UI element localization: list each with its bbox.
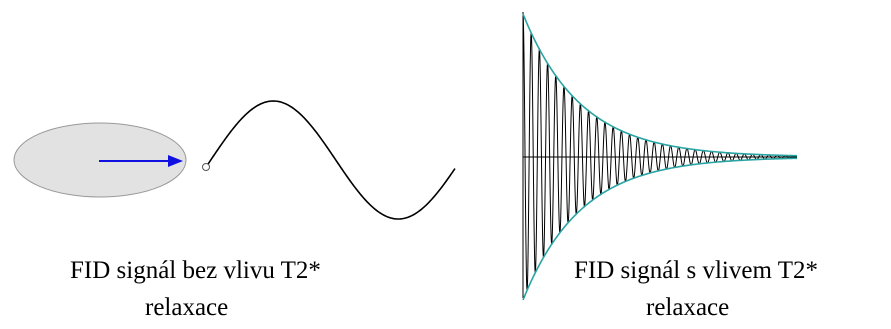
- right-caption-line1: FID signál s vlivem T2*: [574, 257, 818, 284]
- signal-start-dot: [202, 163, 210, 171]
- damped-oscillation: [522, 13, 798, 291]
- undamped-sine-wave: [205, 100, 456, 220]
- damped-fid-panel: [522, 12, 798, 301]
- magnetization-vector-arrowhead: [168, 155, 183, 167]
- lower-decay-envelope: [522, 157, 798, 301]
- upper-decay-envelope: [522, 13, 798, 157]
- right-caption-line2: relaxace: [646, 294, 730, 321]
- undamped-fid-panel: [13, 100, 456, 220]
- left-caption-line2: relaxace: [145, 294, 229, 321]
- left-caption-line1: FID signál bez vlivu T2*: [70, 257, 321, 284]
